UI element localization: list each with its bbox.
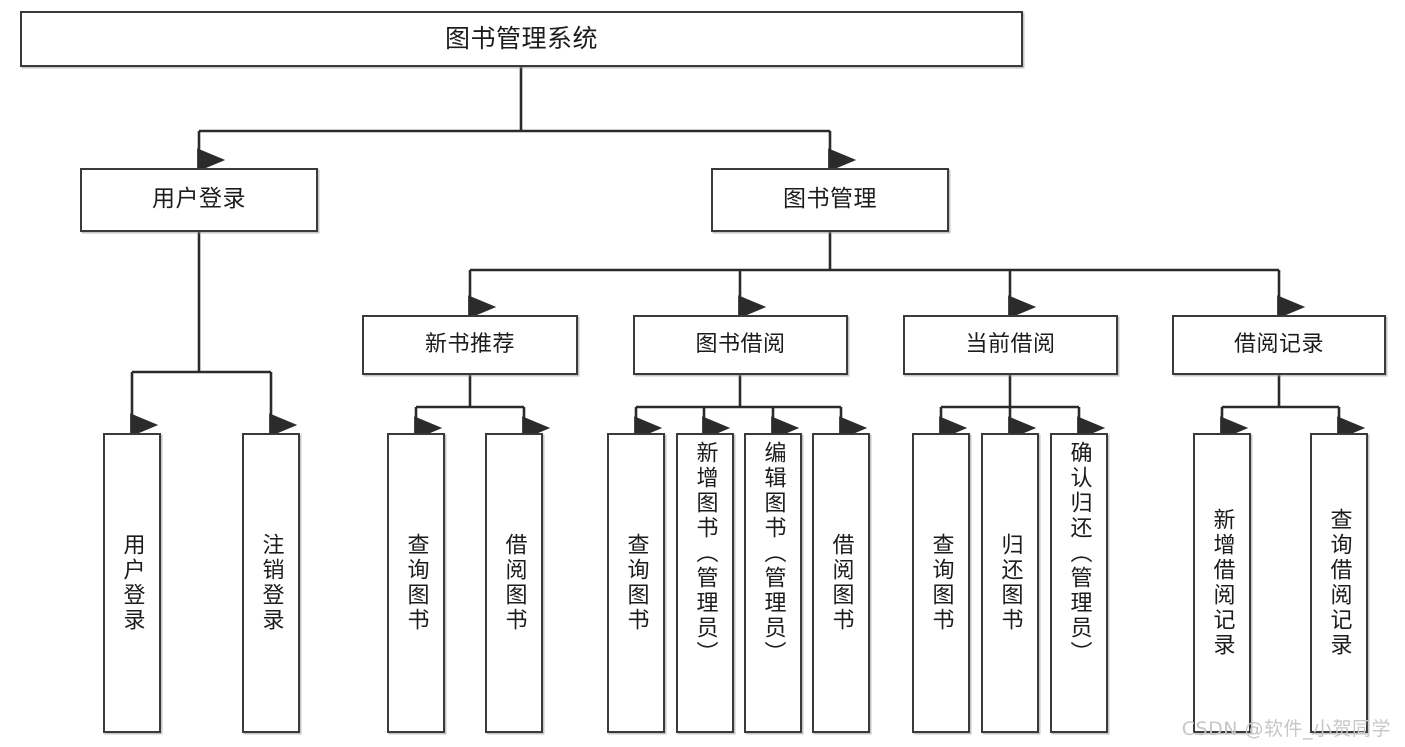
node-user-login[interactable]: 用户登录 bbox=[80, 168, 318, 232]
node-label: 借阅记录 bbox=[1233, 332, 1324, 358]
leaf-query-book-borrow[interactable]: 查询图书 bbox=[607, 433, 665, 733]
node-label: 图书管理系统 bbox=[444, 24, 598, 54]
leaf-add-borrow-record[interactable]: 新增借阅记录 bbox=[1193, 433, 1251, 733]
node-label: 编辑图书（管理员） bbox=[760, 441, 786, 666]
node-label: 查询图书 bbox=[403, 533, 429, 633]
node-label: 借阅图书 bbox=[828, 533, 854, 633]
leaf-query-book-current[interactable]: 查询图书 bbox=[912, 433, 970, 733]
node-label: 注销登录 bbox=[258, 533, 284, 633]
node-current-borrowing[interactable]: 当前借阅 bbox=[903, 315, 1118, 375]
node-label: 用户登录 bbox=[152, 186, 246, 213]
node-label: 图书管理 bbox=[783, 186, 877, 213]
node-new-book-recommendation[interactable]: 新书推荐 bbox=[362, 315, 578, 375]
node-label: 新增借阅记录 bbox=[1209, 508, 1235, 658]
node-label: 新增图书（管理员） bbox=[692, 441, 718, 666]
node-label: 查询借阅记录 bbox=[1326, 508, 1352, 658]
node-label: 图书借阅 bbox=[695, 332, 786, 358]
node-label: 新书推荐 bbox=[424, 332, 515, 358]
leaf-add-book-admin[interactable]: 新增图书（管理员） bbox=[676, 433, 734, 733]
leaf-edit-book-admin[interactable]: 编辑图书（管理员） bbox=[744, 433, 802, 733]
leaf-borrow-book[interactable]: 借阅图书 bbox=[812, 433, 870, 733]
leaf-query-borrow-record[interactable]: 查询借阅记录 bbox=[1310, 433, 1368, 733]
node-book-borrowing[interactable]: 图书借阅 bbox=[633, 315, 848, 375]
node-label: 归还图书 bbox=[997, 533, 1023, 633]
node-borrowing-record[interactable]: 借阅记录 bbox=[1172, 315, 1386, 375]
node-label: 查询图书 bbox=[928, 533, 954, 633]
node-label: 查询图书 bbox=[623, 533, 649, 633]
leaf-logout[interactable]: 注销登录 bbox=[242, 433, 300, 733]
leaf-query-book-recommend[interactable]: 查询图书 bbox=[387, 433, 445, 733]
node-book-management[interactable]: 图书管理 bbox=[711, 168, 949, 232]
leaf-user-login[interactable]: 用户登录 bbox=[103, 433, 161, 733]
watermark: CSDN @软件_小贺同学 bbox=[1181, 718, 1391, 740]
node-label: 当前借阅 bbox=[965, 332, 1056, 358]
leaf-borrow-book-recommend[interactable]: 借阅图书 bbox=[485, 433, 543, 733]
node-label: 确认归还（管理员） bbox=[1066, 441, 1092, 666]
node-label: 借阅图书 bbox=[501, 533, 527, 633]
node-label: 用户登录 bbox=[119, 533, 145, 633]
leaf-return-book[interactable]: 归还图书 bbox=[981, 433, 1039, 733]
node-book-management-system[interactable]: 图书管理系统 bbox=[20, 11, 1023, 67]
leaf-confirm-return-admin[interactable]: 确认归还（管理员） bbox=[1050, 433, 1108, 733]
